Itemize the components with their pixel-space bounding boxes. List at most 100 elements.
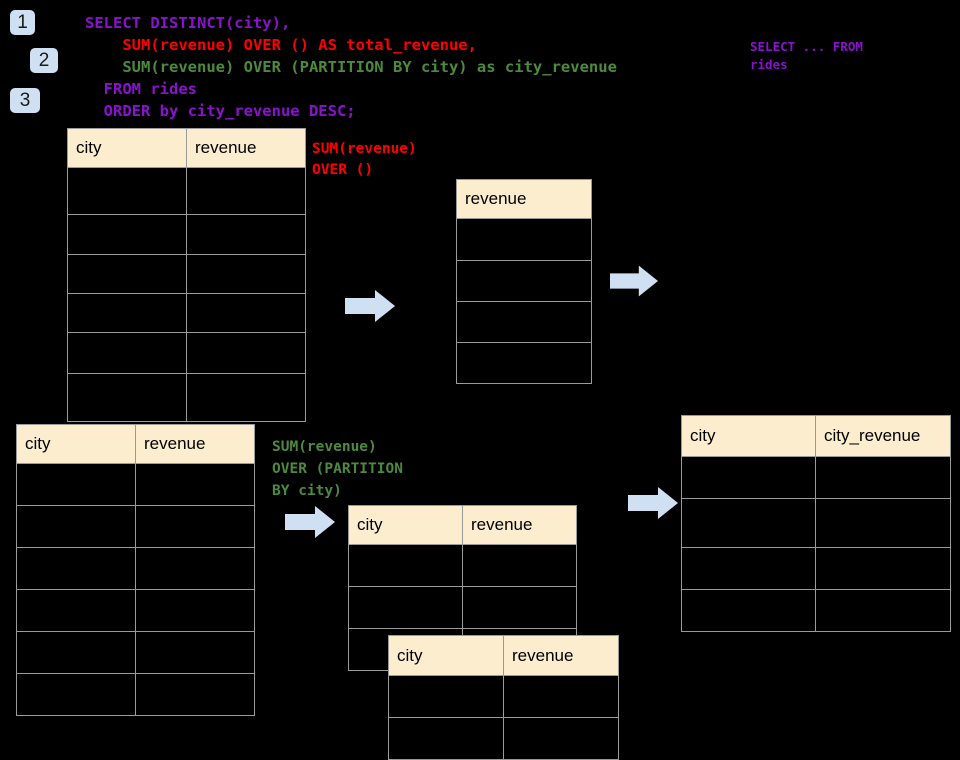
cell-revenue [186,254,306,294]
table-row [388,675,619,718]
cell-city-revenue [815,498,951,548]
column-header-revenue: revenue [462,505,577,545]
arrow-source-to-partition [285,506,335,538]
table-row [681,589,951,632]
cell-revenue [456,342,592,384]
table-row [681,456,951,499]
table-header-row: revenue [456,179,592,219]
cell-revenue [456,260,592,302]
table-row [16,505,255,548]
table-row [16,589,255,632]
column-header-city: city [388,635,504,676]
table-row [67,214,306,255]
cell-revenue [456,301,592,343]
table-row [456,260,592,302]
sql-line-sum-over-partition: SUM(revenue) OVER (PARTITION BY city) as… [85,58,617,76]
cell-revenue [503,717,619,760]
annotation-sum-over-partition: SUM(revenue) OVER (PARTITION BY city) [272,439,403,499]
step-badge-1[interactable]: 1 [10,10,35,35]
table-row [16,673,255,716]
cell-revenue [186,293,306,333]
cell-revenue [456,218,592,261]
column-header-revenue: revenue [186,128,306,168]
table-header-row: city revenue [348,505,577,545]
step-badge-3-label: 3 [19,90,31,111]
table-header-row: city revenue [388,635,619,676]
column-header-revenue: revenue [135,424,255,464]
annotation-sum-over-empty: SUM(revenue) OVER () [312,141,417,178]
total-revenue-table: revenue [456,179,592,384]
cell-revenue [135,631,255,674]
table-row [16,547,255,590]
table-row [16,631,255,674]
rides-source-table: city revenue [67,128,306,422]
cell-revenue [186,167,306,215]
column-header-city: city [348,505,463,545]
cell-city [16,631,136,674]
table-row [67,373,306,422]
arrow-total-to-result [610,265,658,297]
diagram-canvas: 1 2 3 SELECT DISTINCT(city), SUM(revenue… [10,10,951,760]
column-header-revenue: revenue [456,179,592,219]
cell-city [16,463,136,506]
cell-revenue [462,544,577,587]
annotation-select-from-rides: SELECT ... FROM rides [750,39,863,72]
table-row [67,332,306,374]
cell-revenue [186,373,306,422]
sql-line-select-distinct: SELECT DISTINCT(city), [85,14,291,32]
rides-source-table-partitioned: city revenue [16,424,255,716]
cell-city [681,456,816,499]
cell-city [67,293,187,333]
table-header-row: city revenue [16,424,255,464]
cell-city [16,505,136,548]
cell-revenue [135,463,255,506]
cell-revenue [135,505,255,548]
table-row [16,463,255,506]
partition-group-front: city revenue [388,635,619,760]
table-row [348,544,577,587]
cell-city-revenue [815,456,951,499]
cell-city [388,675,504,718]
column-header-revenue: revenue [503,635,619,676]
table-row [681,547,951,590]
step-badge-3[interactable]: 3 [10,88,40,113]
sql-line-sum-over-empty: SUM(revenue) OVER () AS total_revenue, [85,36,477,54]
step-badge-2-label: 2 [38,50,50,71]
column-header-city-revenue: city_revenue [815,415,951,457]
cell-city [16,547,136,590]
cell-city [348,586,463,629]
cell-city [67,254,187,294]
cell-city [67,167,187,215]
step-badge-2[interactable]: 2 [30,48,58,73]
cell-revenue [462,586,577,629]
cell-city-revenue [815,589,951,632]
cell-city [67,332,187,374]
arrow-partition-to-result [628,487,678,519]
table-row [681,498,951,548]
arrow-source-to-total [345,290,395,322]
table-header-row: city revenue [67,128,306,168]
cell-city [67,214,187,255]
column-header-city: city [67,128,187,168]
column-header-city: city [681,415,816,457]
cell-revenue [186,332,306,374]
cell-city-revenue [815,547,951,590]
result-city-revenue-table: city city_revenue [681,415,951,632]
cell-revenue [503,675,619,718]
table-row [456,301,592,343]
column-header-city: city [16,424,136,464]
cell-city [16,589,136,632]
cell-revenue [135,547,255,590]
cell-city [67,373,187,422]
sql-line-order-by: ORDER by city_revenue DESC; [85,102,356,120]
step-badge-1-label: 1 [17,12,28,33]
table-row [348,586,577,629]
table-row [388,717,619,760]
cell-city [681,498,816,548]
table-row [67,293,306,333]
cell-city [388,717,504,760]
cell-revenue [186,214,306,255]
table-row [67,254,306,294]
cell-city [348,544,463,587]
cell-city [681,589,816,632]
